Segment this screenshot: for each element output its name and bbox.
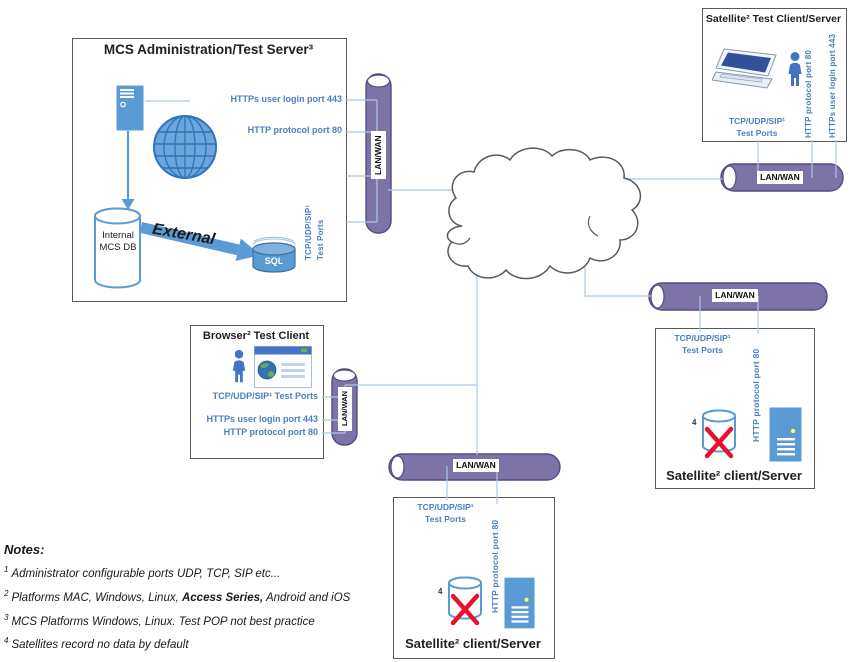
lan-wan-label: LAN/WAN — [371, 131, 386, 179]
browser-tcp-label: TCP/UDP/SIP¹ Test Ports — [212, 391, 318, 401]
globe-icon — [153, 115, 217, 179]
satellite-right-http-label: HTTP protocol port 80 — [751, 348, 761, 442]
satellite-bottom-http-label: HTTP protocol port 80 — [490, 519, 500, 613]
laptop-icon — [712, 48, 777, 89]
note-ref-4: 4 — [438, 587, 443, 596]
satellite-top-https-label: HTTPs user login port 443 — [828, 33, 837, 138]
mcs-https-port-label: HTTPs user login port 443 — [230, 94, 342, 104]
satellite-right-title: Satellite² client/Server — [666, 468, 802, 483]
browser-https-label: HTTPs user login port 443 — [206, 414, 318, 424]
person-icon — [232, 350, 246, 383]
satellite-server-icon — [769, 407, 802, 462]
satellite-top-tcp-label: TCP/UDP/SIP¹ Test Ports — [728, 116, 786, 138]
no-data-db-icon — [448, 576, 482, 626]
cloud-detail-curls — [451, 215, 599, 245]
satellite-bottom-title: Satellite² client/Server — [405, 636, 541, 651]
mcs-tcp-ports-label: TCP/UDP/SIP¹ Test Ports — [304, 204, 325, 260]
note-ref-4: 4 — [692, 418, 697, 427]
notes-heading: Notes: — [4, 542, 45, 557]
lan-wan-label: LAN/WAN — [453, 459, 499, 472]
internal-db-label: Internal MCS DB — [99, 230, 137, 253]
lan-wan-label: LAN/WAN — [712, 289, 758, 302]
mcs-box-title: MCS Administration/Test Server³ — [103, 42, 314, 57]
internet-cloud-icon — [446, 147, 642, 280]
browser-window-icon — [254, 346, 312, 388]
sql-db-label: SQL — [264, 256, 284, 266]
lan-wan-label: LAN/WAN — [757, 171, 803, 184]
person-icon — [788, 52, 802, 86]
satellite-server-icon — [504, 577, 535, 629]
mcs-server-icon — [116, 85, 144, 131]
satellite-top-title: Satellite² Test Client/Server — [705, 13, 842, 25]
no-data-db-icon — [702, 409, 736, 459]
satellite-bottom-tcp-label: TCP/UDP/SIP¹ Test Ports — [417, 502, 474, 524]
satellite-right-tcp-label: TCP/UDP/SIP¹ Test Ports — [674, 333, 731, 355]
lan-wan-label: LAN/WAN — [338, 387, 352, 431]
browser-box-title: Browser² Test Client — [202, 330, 310, 342]
mcs-http-port-label: HTTP protocol port 80 — [247, 125, 342, 135]
satellite-top-http-label: HTTP protocol port 80 — [804, 49, 813, 138]
browser-http-label: HTTP protocol port 80 — [223, 427, 318, 437]
